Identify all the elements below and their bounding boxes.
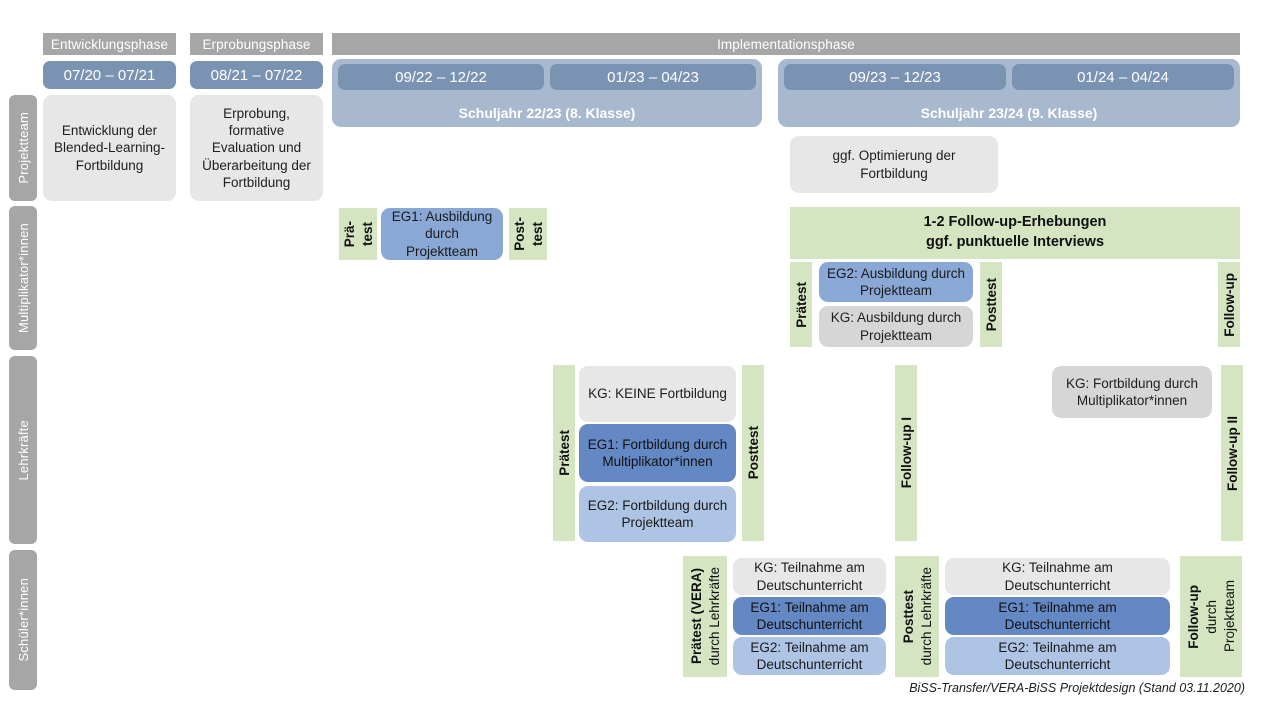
school-year-group-2223: 09/22 – 12/22 01/23 – 04/23 Schuljahr 22… — [332, 59, 762, 127]
praetest-vera-label: Prätest (VERA) — [688, 568, 704, 665]
school-year-label-2324: Schuljahr 23/24 (9. Klasse) — [920, 105, 1098, 121]
box-eg2-teilnahme-2: EG2: Teilnahme am Deutschunterricht — [945, 637, 1170, 675]
phase-header-erprobungsphase: Erprobungsphase — [190, 33, 323, 55]
row-label-multiplikatorinnen: Multiplikator*innen — [9, 206, 37, 350]
box-eg2-fortbildung-projektteam: EG2: Fortbildung durch Projektteam — [579, 486, 736, 542]
row-label-schuelerinnen: Schüler*innen — [9, 550, 37, 690]
box-optimierung-fortbildung: ggf. Optimierung der Fortbildung — [790, 136, 998, 193]
band-line-2: ggf. punktuelle Interviews — [925, 234, 1105, 250]
posttest-label: Posttest — [900, 589, 916, 644]
praetest-line-1: Prä- — [341, 220, 357, 248]
box-erprobung-evaluation: Erprobung, formative Evaluation und Über… — [190, 95, 323, 201]
posttest-sub: durch Lehrkräfte — [918, 567, 934, 666]
box-kg-ausbildung-projektteam: KG: Ausbildung durch Projektteam — [819, 306, 973, 347]
box-kg-teilnahme-2: KG: Teilnahme am Deutschunterricht — [945, 558, 1170, 595]
strip-praetest-multiplikatoren-2: Prätest — [790, 262, 812, 347]
strip-followup-multiplikatoren: Follow-up — [1218, 262, 1240, 347]
box-eg2-teilnahme-1: EG2: Teilnahme am Deutschunterricht — [733, 637, 886, 675]
praetest-line-2: test — [359, 221, 375, 246]
period-label: 08/21 – 07/22 — [210, 66, 303, 84]
strip-posttest-multiplikatoren: Post- test — [509, 208, 547, 260]
strip-posttest-schueler: Posttest durch Lehrkräfte — [895, 556, 939, 677]
strip-praetest-vera-schueler: Prätest (VERA) durch Lehrkräfte — [683, 556, 727, 677]
posttest-line-2: test — [529, 221, 545, 246]
school-year-group-2324: 09/23 – 12/23 01/24 – 04/24 Schuljahr 23… — [778, 59, 1240, 127]
period-label: 01/24 – 04/24 — [1077, 68, 1169, 86]
phase-header-label: Erprobungsphase — [202, 36, 311, 52]
band-line-1: 1-2 Follow-up-Erhebungen — [923, 214, 1107, 231]
box-eg1-teilnahme-2: EG1: Teilnahme am Deutschunterricht — [945, 597, 1170, 635]
phase-header-label: Implementationsphase — [717, 36, 855, 52]
phase-header-label: Entwicklungsphase — [50, 36, 169, 52]
box-kg-fortbildung-multiplikatoren: KG: Fortbildung durch Multiplikator*inne… — [1052, 366, 1212, 418]
period-pill-4: 09/23 – 12/23 — [784, 64, 1006, 90]
box-eg2-ausbildung-projektteam: EG2: Ausbildung durch Projektteam — [819, 262, 973, 302]
footer-caption: BiSS-Transfer/VERA-BiSS Projektdesign (S… — [909, 681, 1245, 695]
box-kg-teilnahme-1: KG: Teilnahme am Deutschunterricht — [733, 558, 886, 595]
period-pill-0: 07/20 – 07/21 — [43, 61, 176, 89]
strip-followup-schueler: Follow-up durch Projektteam — [1180, 556, 1242, 677]
band-followup-erhebungen: 1-2 Follow-up-Erhebungen ggf. punktuelle… — [790, 207, 1240, 259]
followup-sub-1: durch — [1203, 599, 1219, 634]
box-eg1-ausbildung-projektteam: EG1: Ausbildung durch Projektteam — [381, 208, 503, 260]
period-label: 09/23 – 12/23 — [849, 68, 941, 86]
phase-header-implementationsphase: Implementationsphase — [332, 33, 1240, 55]
box-eg1-fortbildung-multiplikatoren: EG1: Fortbildung durch Multiplikator*inn… — [579, 424, 736, 482]
praetest-vera-sub: durch Lehrkräfte — [706, 567, 722, 666]
row-label-projektteam: Projektteam — [9, 95, 37, 201]
strip-followup-1-lehrkraefte: Follow-up I — [895, 365, 917, 541]
strip-praetest-multiplikatoren: Prä- test — [339, 208, 377, 260]
strip-praetest-lehrkraefte: Prätest — [553, 365, 575, 541]
period-pill-3: 01/23 – 04/23 — [550, 64, 756, 90]
box-eg1-teilnahme-1: EG1: Teilnahme am Deutschunterricht — [733, 597, 886, 635]
box-entwicklung-fortbildung: Entwicklung der Blended-Learning-Fortbil… — [43, 95, 176, 201]
followup-sub-2: Projektteam — [1221, 580, 1237, 653]
period-pill-1: 08/21 – 07/22 — [190, 61, 323, 89]
period-label: 09/22 – 12/22 — [395, 68, 487, 86]
box-kg-keine-fortbildung: KG: KEINE Fortbildung — [579, 366, 736, 422]
posttest-line-1: Post- — [511, 217, 527, 251]
phase-header-entwicklungsphase: Entwicklungsphase — [43, 33, 176, 55]
period-pill-2: 09/22 – 12/22 — [338, 64, 544, 90]
strip-followup-2-lehrkraefte: Follow-up II — [1221, 365, 1243, 541]
period-label: 01/23 – 04/23 — [607, 68, 699, 86]
period-pill-5: 01/24 – 04/24 — [1012, 64, 1234, 90]
followup-label: Follow-up — [1185, 584, 1201, 649]
row-label-lehrkraefte: Lehrkräfte — [9, 356, 37, 544]
strip-posttest-multiplikatoren-2: Posttest — [980, 262, 1002, 347]
strip-posttest-lehrkraefte: Posttest — [742, 365, 764, 541]
school-year-label-2223: Schuljahr 22/23 (8. Klasse) — [458, 105, 636, 121]
period-label: 07/20 – 07/21 — [63, 66, 156, 84]
